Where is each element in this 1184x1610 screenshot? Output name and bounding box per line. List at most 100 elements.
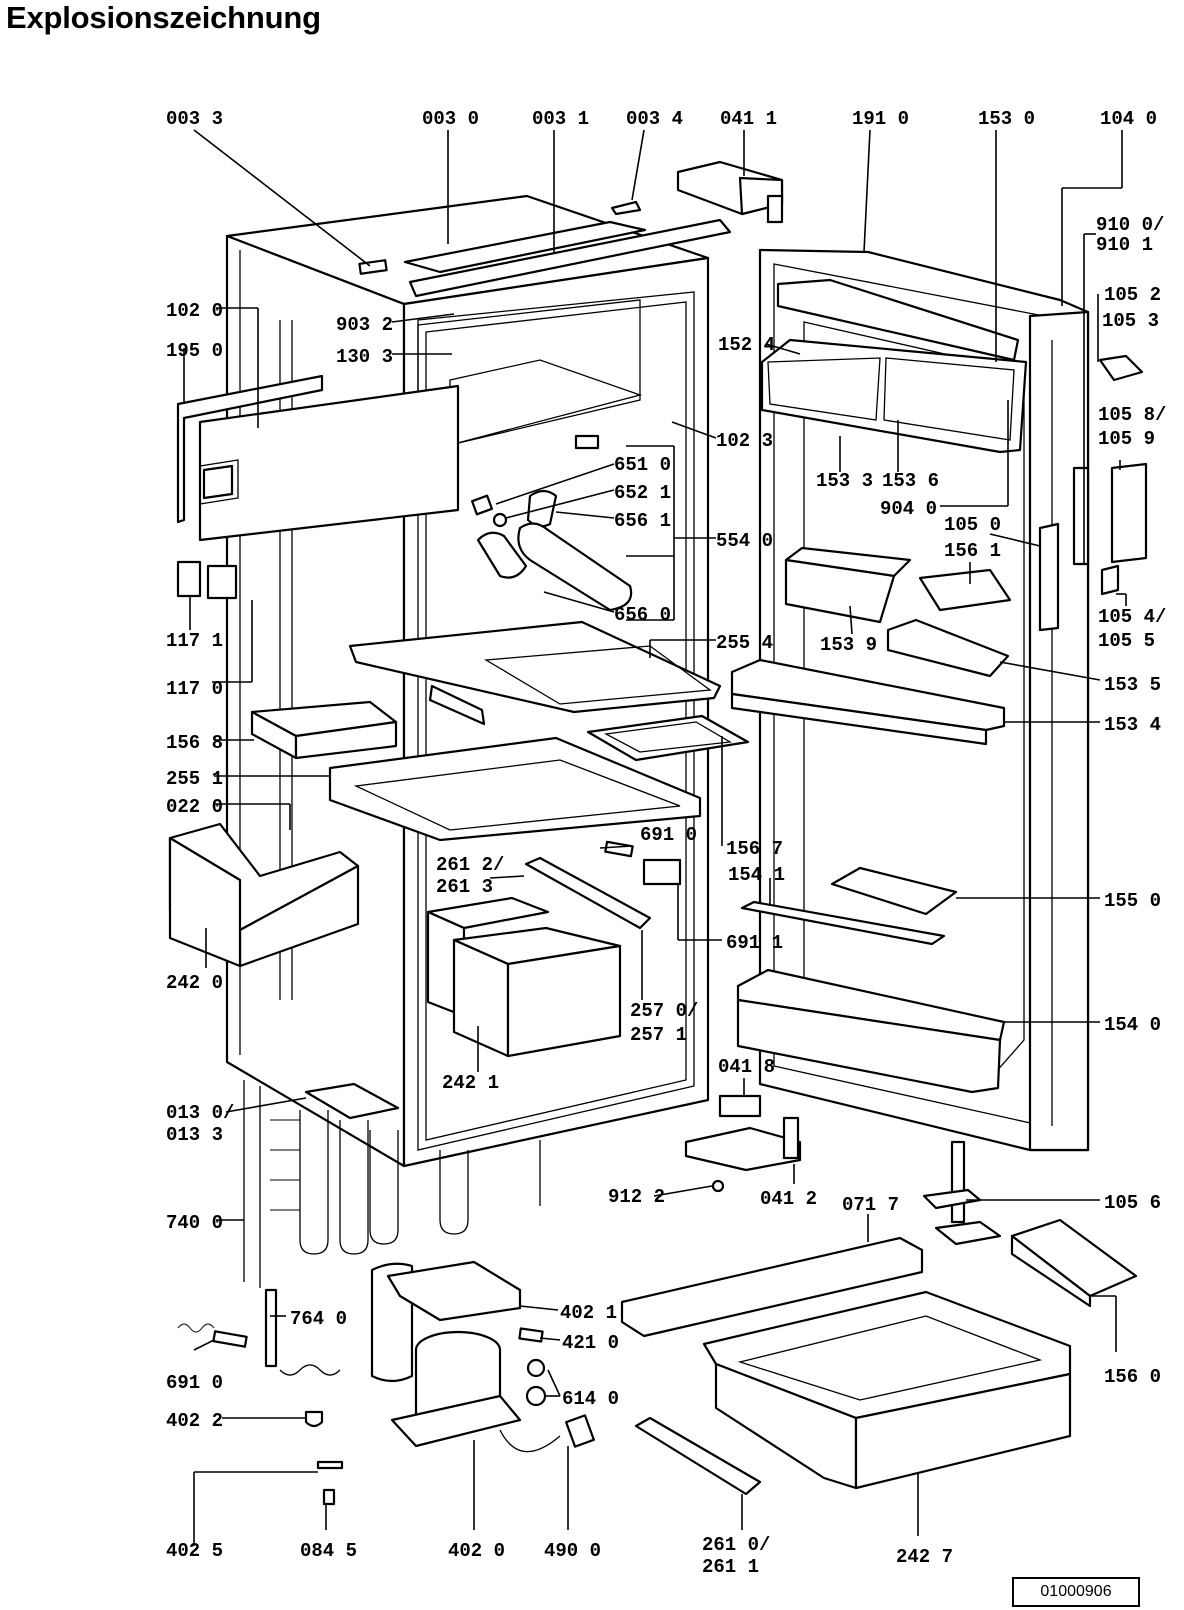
label-242-7: 242 7 [896, 1546, 953, 1568]
clips [176, 560, 238, 600]
compressor [370, 1260, 522, 1448]
label-261-0: 261 0/ [702, 1534, 770, 1556]
label-257-1: 257 1 [630, 1024, 687, 1046]
label-255-1: 255 1 [166, 768, 223, 790]
small-parts [177, 1323, 547, 1506]
label-691-1: 691 1 [726, 932, 783, 954]
label-153-0: 153 0 [978, 108, 1035, 130]
label-117-0: 117 0 [166, 678, 223, 700]
leader-lines [183, 129, 1127, 1546]
door-shelf-middle [730, 658, 1006, 746]
part-labels: 003 3 003 0 003 1 003 4 041 1 191 0 153 … [166, 108, 1166, 1578]
bottom-rail [634, 1416, 762, 1496]
label-105-8: 105 8/ [1098, 404, 1166, 426]
label-105-6: 105 6 [1104, 1192, 1161, 1214]
crisper-drawers [426, 896, 622, 1058]
label-152-4: 152 4 [718, 334, 775, 356]
label-554-0: 554 0 [716, 530, 773, 552]
label-614-0: 614 0 [562, 1388, 619, 1410]
document-code: 01000906 [1012, 1577, 1140, 1607]
label-656-0: 656 0 [614, 604, 671, 626]
label-740-0: 740 0 [166, 1212, 223, 1234]
door-bin-bottom [736, 968, 1006, 1094]
label-041-2: 041 2 [760, 1188, 817, 1210]
freezer-door [176, 374, 460, 542]
label-003-3: 003 3 [166, 108, 223, 130]
door-hinge-parts [1072, 354, 1148, 596]
label-130-3: 130 3 [336, 346, 393, 368]
label-013-0: 013 0/ [166, 1102, 234, 1124]
label-003-4: 003 4 [626, 108, 683, 130]
label-041-8: 041 8 [718, 1056, 775, 1078]
label-242-0: 242 0 [166, 972, 223, 994]
label-153-9: 153 9 [820, 634, 877, 656]
capillary [264, 1288, 341, 1376]
plug-cable [499, 1414, 595, 1453]
condenser [243, 1080, 541, 1288]
label-651-0: 651 0 [614, 454, 671, 476]
label-105-9: 105 9 [1098, 428, 1155, 450]
hinge-bracket-bottom [922, 1140, 1002, 1246]
label-105-5: 105 5 [1098, 630, 1155, 652]
hinge-top [676, 160, 784, 224]
label-102-3: 102 3 [716, 430, 773, 452]
label-261-3: 261 3 [436, 876, 493, 898]
label-071-7: 071 7 [842, 1194, 899, 1216]
label-104-0: 104 0 [1100, 108, 1157, 130]
page-title: Explosionszeichnung [6, 0, 321, 35]
top-rails [403, 200, 732, 298]
label-105-4: 105 4/ [1098, 606, 1166, 628]
label-904-0: 904 0 [880, 498, 937, 520]
label-154-1: 154 1 [728, 864, 785, 886]
label-153-6: 153 6 [882, 470, 939, 492]
shelf-glass-upper [348, 620, 722, 726]
crisper-rail [524, 856, 652, 930]
label-656-1: 656 1 [614, 510, 671, 532]
label-105-3: 105 3 [1102, 310, 1159, 332]
label-156-1: 156 1 [944, 540, 1001, 562]
crisper-drawer-bottom [702, 1290, 1072, 1490]
label-013-3: 013 3 [166, 1124, 223, 1146]
label-153-4: 153 4 [1104, 714, 1161, 736]
shelf-glass-lower [328, 736, 702, 842]
label-402-2: 402 2 [166, 1410, 223, 1432]
label-003-1: 003 1 [532, 108, 589, 130]
label-421-0: 421 0 [562, 1332, 619, 1354]
label-910-0: 910 0/ [1096, 214, 1164, 236]
ice-tray [1010, 1218, 1138, 1308]
label-402-1: 402 1 [560, 1302, 617, 1324]
frame-tray [586, 714, 750, 762]
label-041-1: 041 1 [720, 108, 777, 130]
cover-strip [620, 1236, 924, 1338]
label-105-0: 105 0 [944, 514, 1001, 536]
label-003-0: 003 0 [422, 108, 479, 130]
label-105-2: 105 2 [1104, 284, 1161, 306]
label-117-1: 117 1 [166, 630, 223, 652]
label-242-1: 242 1 [442, 1072, 499, 1094]
label-261-1: 261 1 [702, 1556, 759, 1578]
label-195-0: 195 0 [166, 340, 223, 362]
egg-rack [740, 866, 958, 946]
door-strip [1038, 522, 1060, 632]
label-652-1: 652 1 [614, 482, 671, 504]
door-trays-small [784, 546, 1012, 678]
label-764-0: 764 0 [290, 1308, 347, 1330]
label-402-0: 402 0 [448, 1540, 505, 1562]
label-691-0-lower: 691 0 [166, 1372, 223, 1394]
label-156-0: 156 0 [1104, 1366, 1161, 1388]
label-191-0: 191 0 [852, 108, 909, 130]
door-bin-left [168, 822, 360, 968]
label-153-3: 153 3 [816, 470, 873, 492]
label-154-0: 154 0 [1104, 1014, 1161, 1036]
door-shelf-top [760, 278, 1028, 454]
label-257-0: 257 0/ [630, 1000, 698, 1022]
label-912-2: 912 2 [608, 1186, 665, 1208]
label-156-8: 156 8 [166, 732, 223, 754]
small-tray-left [250, 700, 398, 760]
label-255-4: 255 4 [716, 632, 773, 654]
label-102-0: 102 0 [166, 300, 223, 322]
label-155-0: 155 0 [1104, 890, 1161, 912]
label-903-2: 903 2 [336, 314, 393, 336]
label-022-0: 022 0 [166, 796, 223, 818]
